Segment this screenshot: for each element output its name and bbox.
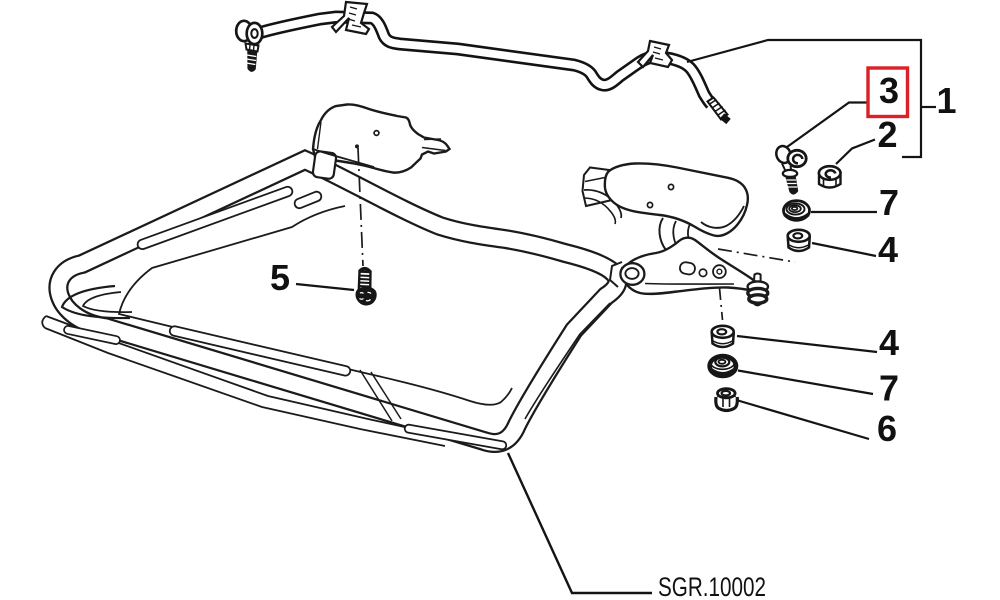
svg-text:3: 3 [879,70,899,111]
svg-text:SGR.10002: SGR.10002 [658,572,766,600]
svg-text:5: 5 [270,257,290,298]
svg-text:7: 7 [879,368,899,409]
svg-text:1: 1 [936,80,956,121]
svg-text:6: 6 [877,408,897,449]
svg-text:7: 7 [879,182,899,223]
svg-text:4: 4 [879,322,899,363]
svg-text:2: 2 [877,114,897,155]
svg-text:4: 4 [878,229,898,270]
